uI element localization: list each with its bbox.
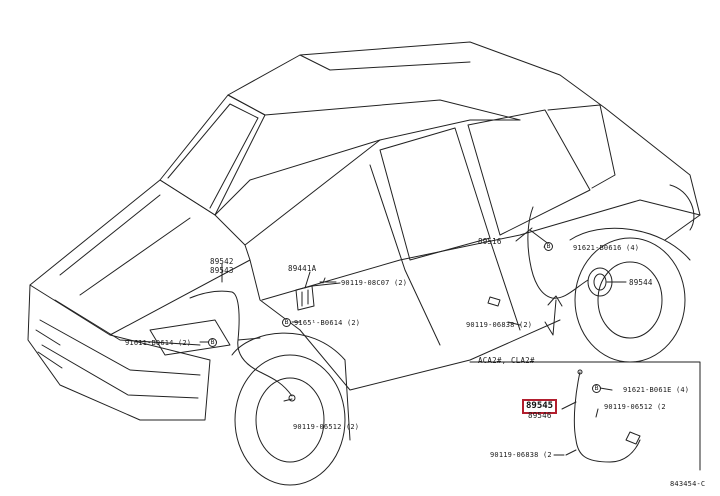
front-wheel [234,354,346,486]
windshield [159,94,266,216]
part-label-89516: 89516 [478,237,502,246]
part-label-89542: 89542 [210,257,234,266]
bolt-badge-b: B [544,242,553,251]
drawing-number: 843454-C [670,480,706,488]
part-label-90119-06512-inset: 90119-06512 (2 [604,403,666,411]
part-label-89441A: 89441A [288,264,317,273]
headlight [149,319,231,356]
front-sensor-wire [189,290,293,397]
part-label-89546: 89546 [528,411,552,420]
roof-outline [227,41,606,109]
part-label-91611: 91611-B0614 (2) [125,339,192,347]
highlighted-part-89545[interactable]: 89545 [522,399,558,414]
spare-tire-cover [669,184,695,231]
part-label-89544: 89544 [629,278,653,287]
front-fascia [27,284,211,421]
part-label-91621: 91621-B0616 (4) [573,244,640,252]
part-label-90119-08c07: 90119-08C07 (2) [341,279,408,287]
front-window [379,127,491,261]
bolt-badge-b: B [592,384,601,393]
abs-actuator-bracket [295,285,315,311]
inset-frame [469,361,701,471]
part-label-89543: 89543 [210,266,234,275]
variant-note: ACA2#, CLA2# [478,356,535,365]
rear-window [467,109,591,236]
part-label-91621-inset: 91621-B061E (4) [623,386,690,394]
bolt-badge-b: B [282,318,291,327]
part-label-90119-06838: 90119-06838 (2) [466,321,533,329]
part-label-90119-06512: 90119-06512 (2) [293,423,360,431]
rear-wheel [574,237,686,363]
part-label-90119-06838-inset: 90119-06838 (2 [490,451,552,459]
part-label-91651: 9165¹-B0614 (2) [294,319,361,327]
bolt-badge-b: B [208,338,217,347]
